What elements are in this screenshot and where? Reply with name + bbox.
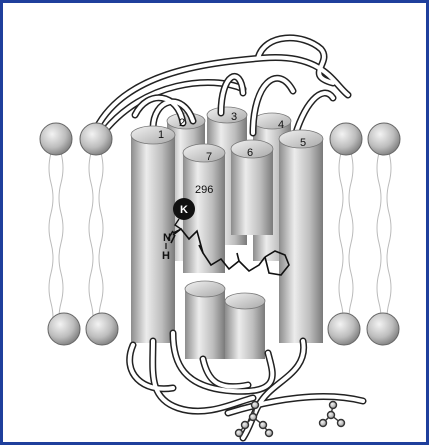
- lipid-head: [40, 123, 72, 155]
- lipid-tail: [99, 153, 103, 333]
- helix-label-3: 3: [231, 111, 237, 123]
- rhodopsin-diagram: K 296 N H 1 2 3 4 5 6 7: [3, 3, 426, 442]
- glycan-unit: [252, 402, 259, 409]
- residue-number: 296: [195, 184, 213, 196]
- glycan-unit: [266, 430, 273, 437]
- atom-nitrogen: N: [163, 232, 171, 244]
- lipid-tail: [349, 153, 353, 333]
- lipid-head: [86, 313, 118, 345]
- glycan-unit: [260, 422, 267, 429]
- residue-code: K: [180, 204, 188, 216]
- lipid-head: [328, 313, 360, 345]
- helix-label-1: 1: [158, 129, 164, 141]
- glycan-unit: [320, 420, 327, 427]
- helix-5: [279, 130, 323, 343]
- lipid-head: [80, 123, 112, 155]
- lipid-head: [330, 123, 362, 155]
- helix-lower-right: [225, 293, 265, 359]
- glycan-chains: [236, 402, 345, 437]
- lipid-tail: [89, 153, 93, 333]
- glycan-unit: [236, 430, 243, 437]
- lipid-tail: [49, 153, 53, 333]
- glycan-unit: [328, 412, 335, 419]
- helix-label-6: 6: [247, 147, 253, 159]
- helix-lower-left: [185, 281, 225, 359]
- lipid-tail: [387, 153, 391, 333]
- lipid-tail: [377, 153, 381, 333]
- lipid-tail: [59, 153, 63, 333]
- glycan-unit: [338, 420, 345, 427]
- atom-hydrogen: H: [162, 250, 170, 262]
- helix-label-5: 5: [300, 137, 306, 149]
- helix-label-2: 2: [179, 117, 185, 129]
- helix-label-4: 4: [278, 119, 284, 131]
- glycan-unit: [250, 414, 257, 421]
- helix-label-7: 7: [206, 151, 212, 163]
- lipid-head: [367, 313, 399, 345]
- lipid-head: [48, 313, 80, 345]
- glycan-unit: [242, 422, 249, 429]
- lipid-tail: [339, 153, 343, 333]
- lipid-head: [368, 123, 400, 155]
- glycan-unit: [330, 402, 337, 409]
